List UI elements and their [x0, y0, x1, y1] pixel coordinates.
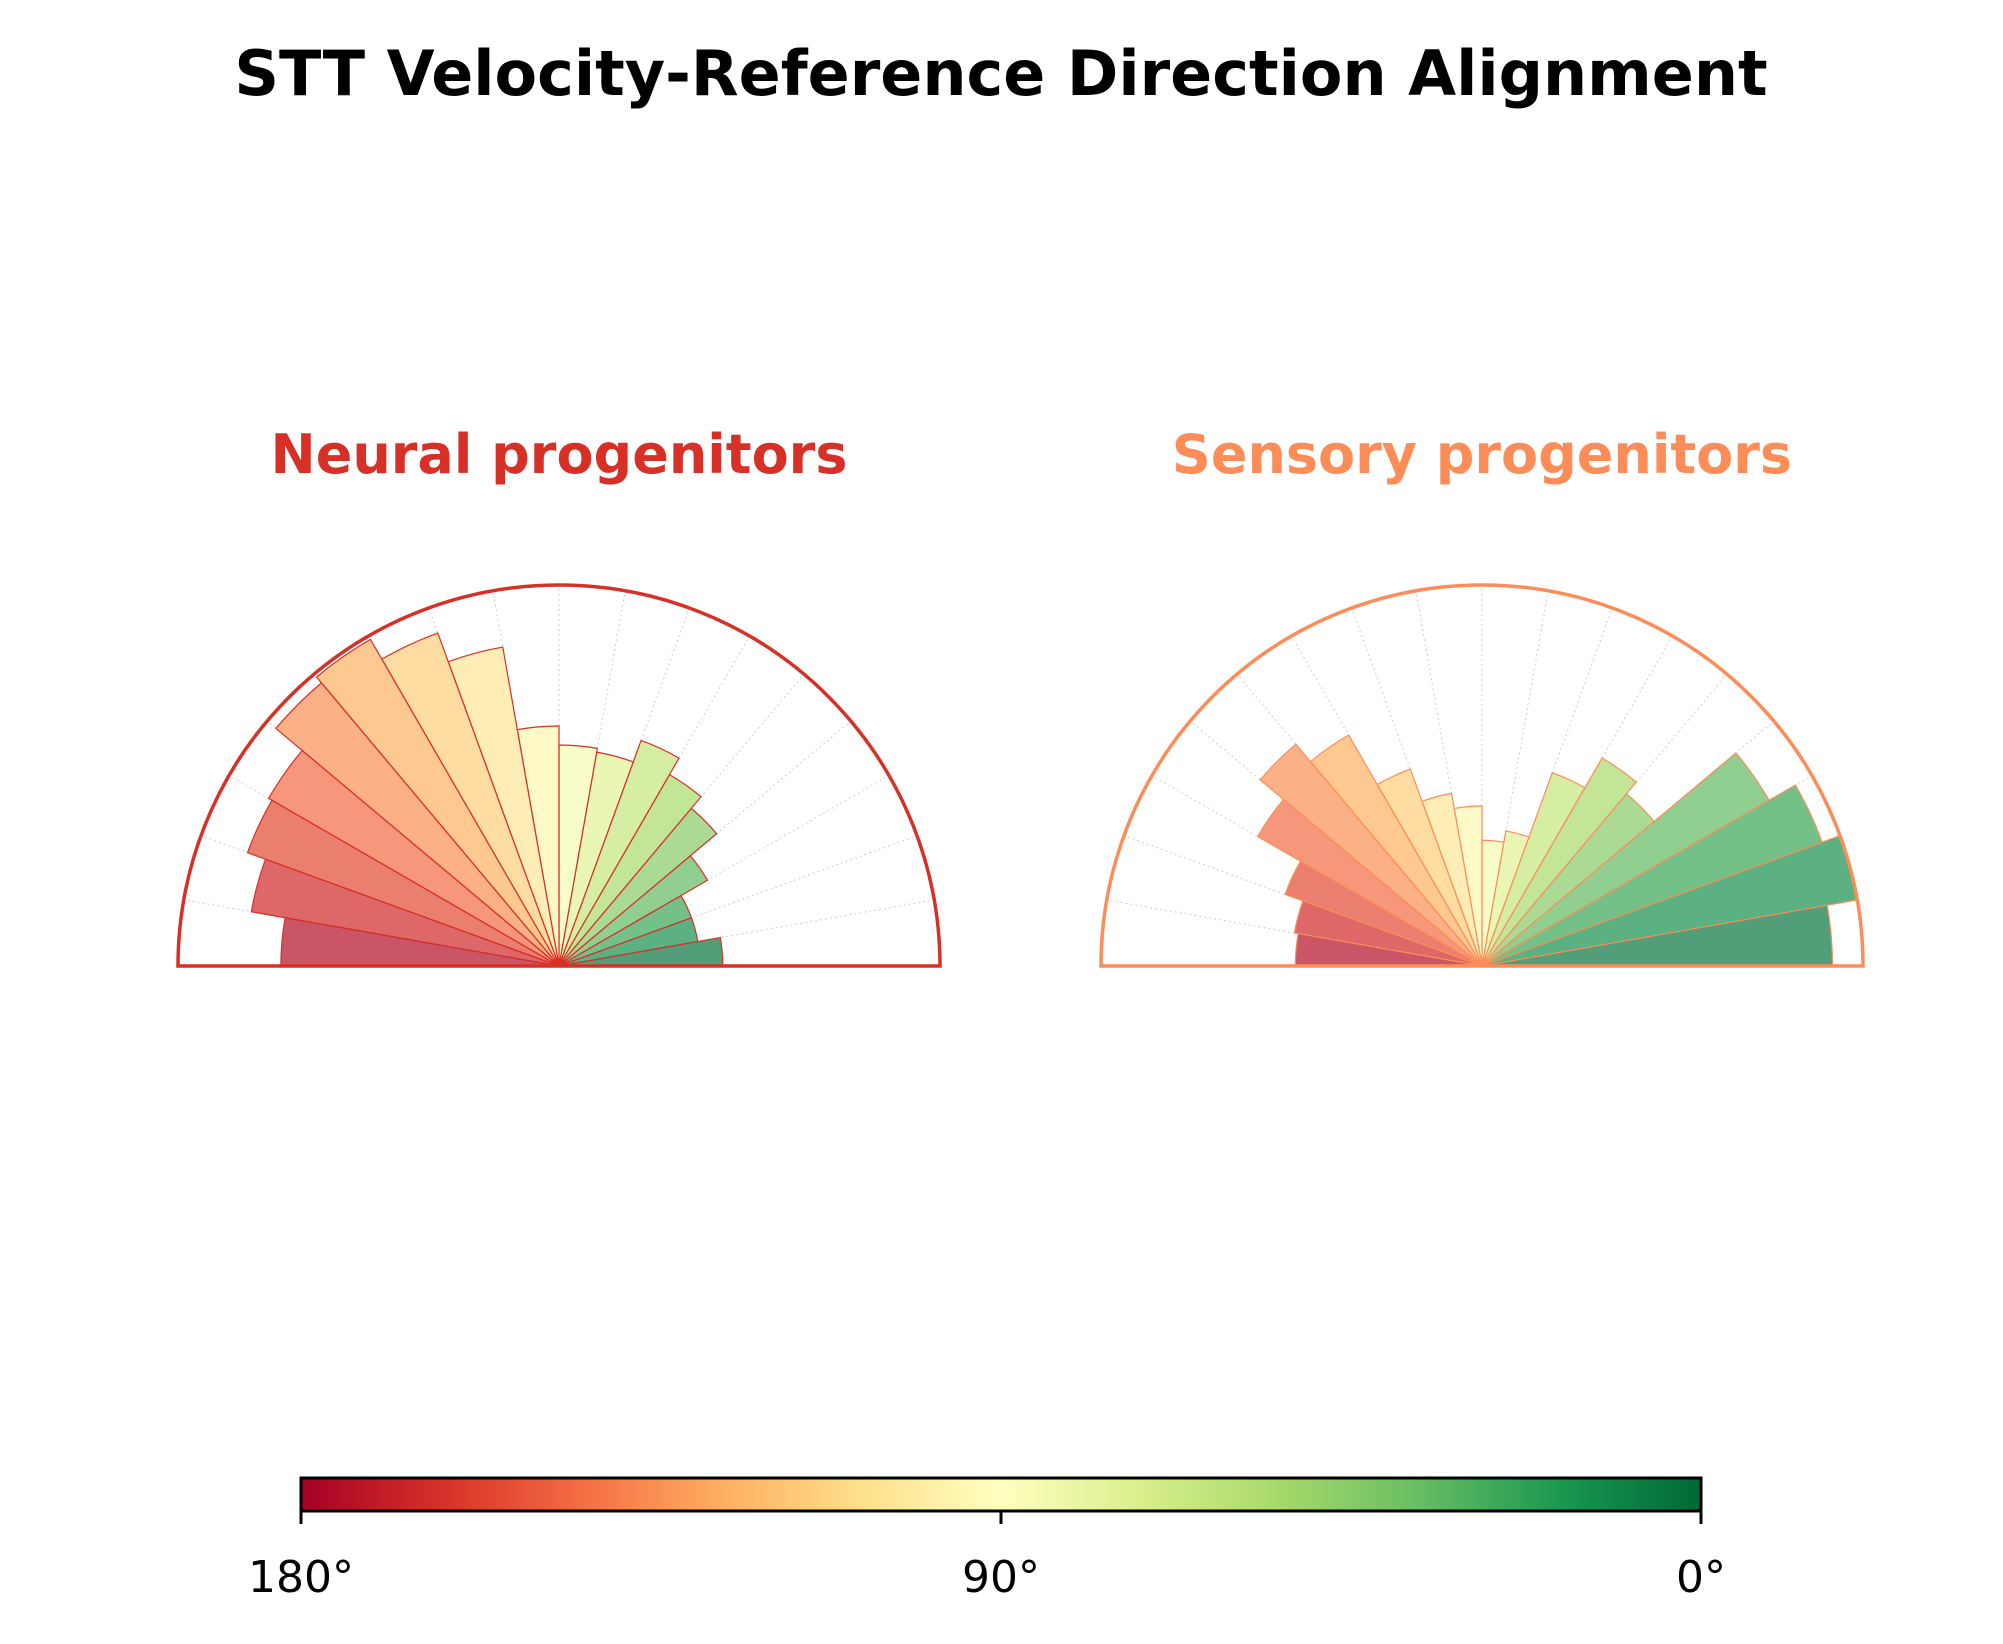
- polar-bar: [1481, 784, 1823, 967]
- polar-bar: [267, 749, 560, 967]
- polar-bar: [250, 858, 560, 967]
- polar-bar: [1481, 830, 1530, 967]
- colorbar-tick-label: 90°: [962, 1552, 1040, 1603]
- chart-title: STT Velocity-Reference Direction Alignme…: [234, 37, 1767, 110]
- grid-line: [1415, 590, 1483, 967]
- colorbar: 180° 90° 0°: [248, 1476, 1726, 1603]
- polar-bar: [246, 799, 560, 967]
- polar-bar: [1481, 757, 1638, 967]
- polar-bar: [275, 682, 560, 967]
- polar-bar: [1481, 752, 1770, 967]
- polar-panel: Sensory progenitors: [1099, 423, 1865, 968]
- polar-frame: [176, 583, 942, 968]
- polar-bar: [1259, 743, 1483, 967]
- polar-bar: [1481, 771, 1586, 967]
- polar-frame: [1099, 583, 1865, 968]
- grid-line: [558, 835, 918, 967]
- grid-line: [558, 899, 935, 967]
- panel-title: Sensory progenitors: [1172, 423, 1792, 486]
- colorbar-tick-label: 0°: [1676, 1552, 1726, 1603]
- panel-title: Neural progenitors: [271, 423, 848, 486]
- polar-bar: [1256, 798, 1483, 967]
- grid-line: [558, 775, 890, 967]
- polar-bar: [1293, 900, 1483, 967]
- grid-line: [1481, 590, 1549, 967]
- polar-bar: [315, 638, 560, 967]
- polar-bar: [558, 739, 680, 967]
- colorbar-gradient: [299, 1476, 1703, 1513]
- polar-panel: Neural progenitors: [176, 423, 942, 968]
- polar-bar: [1284, 860, 1483, 967]
- colorbar-tick-label: 180°: [248, 1552, 354, 1603]
